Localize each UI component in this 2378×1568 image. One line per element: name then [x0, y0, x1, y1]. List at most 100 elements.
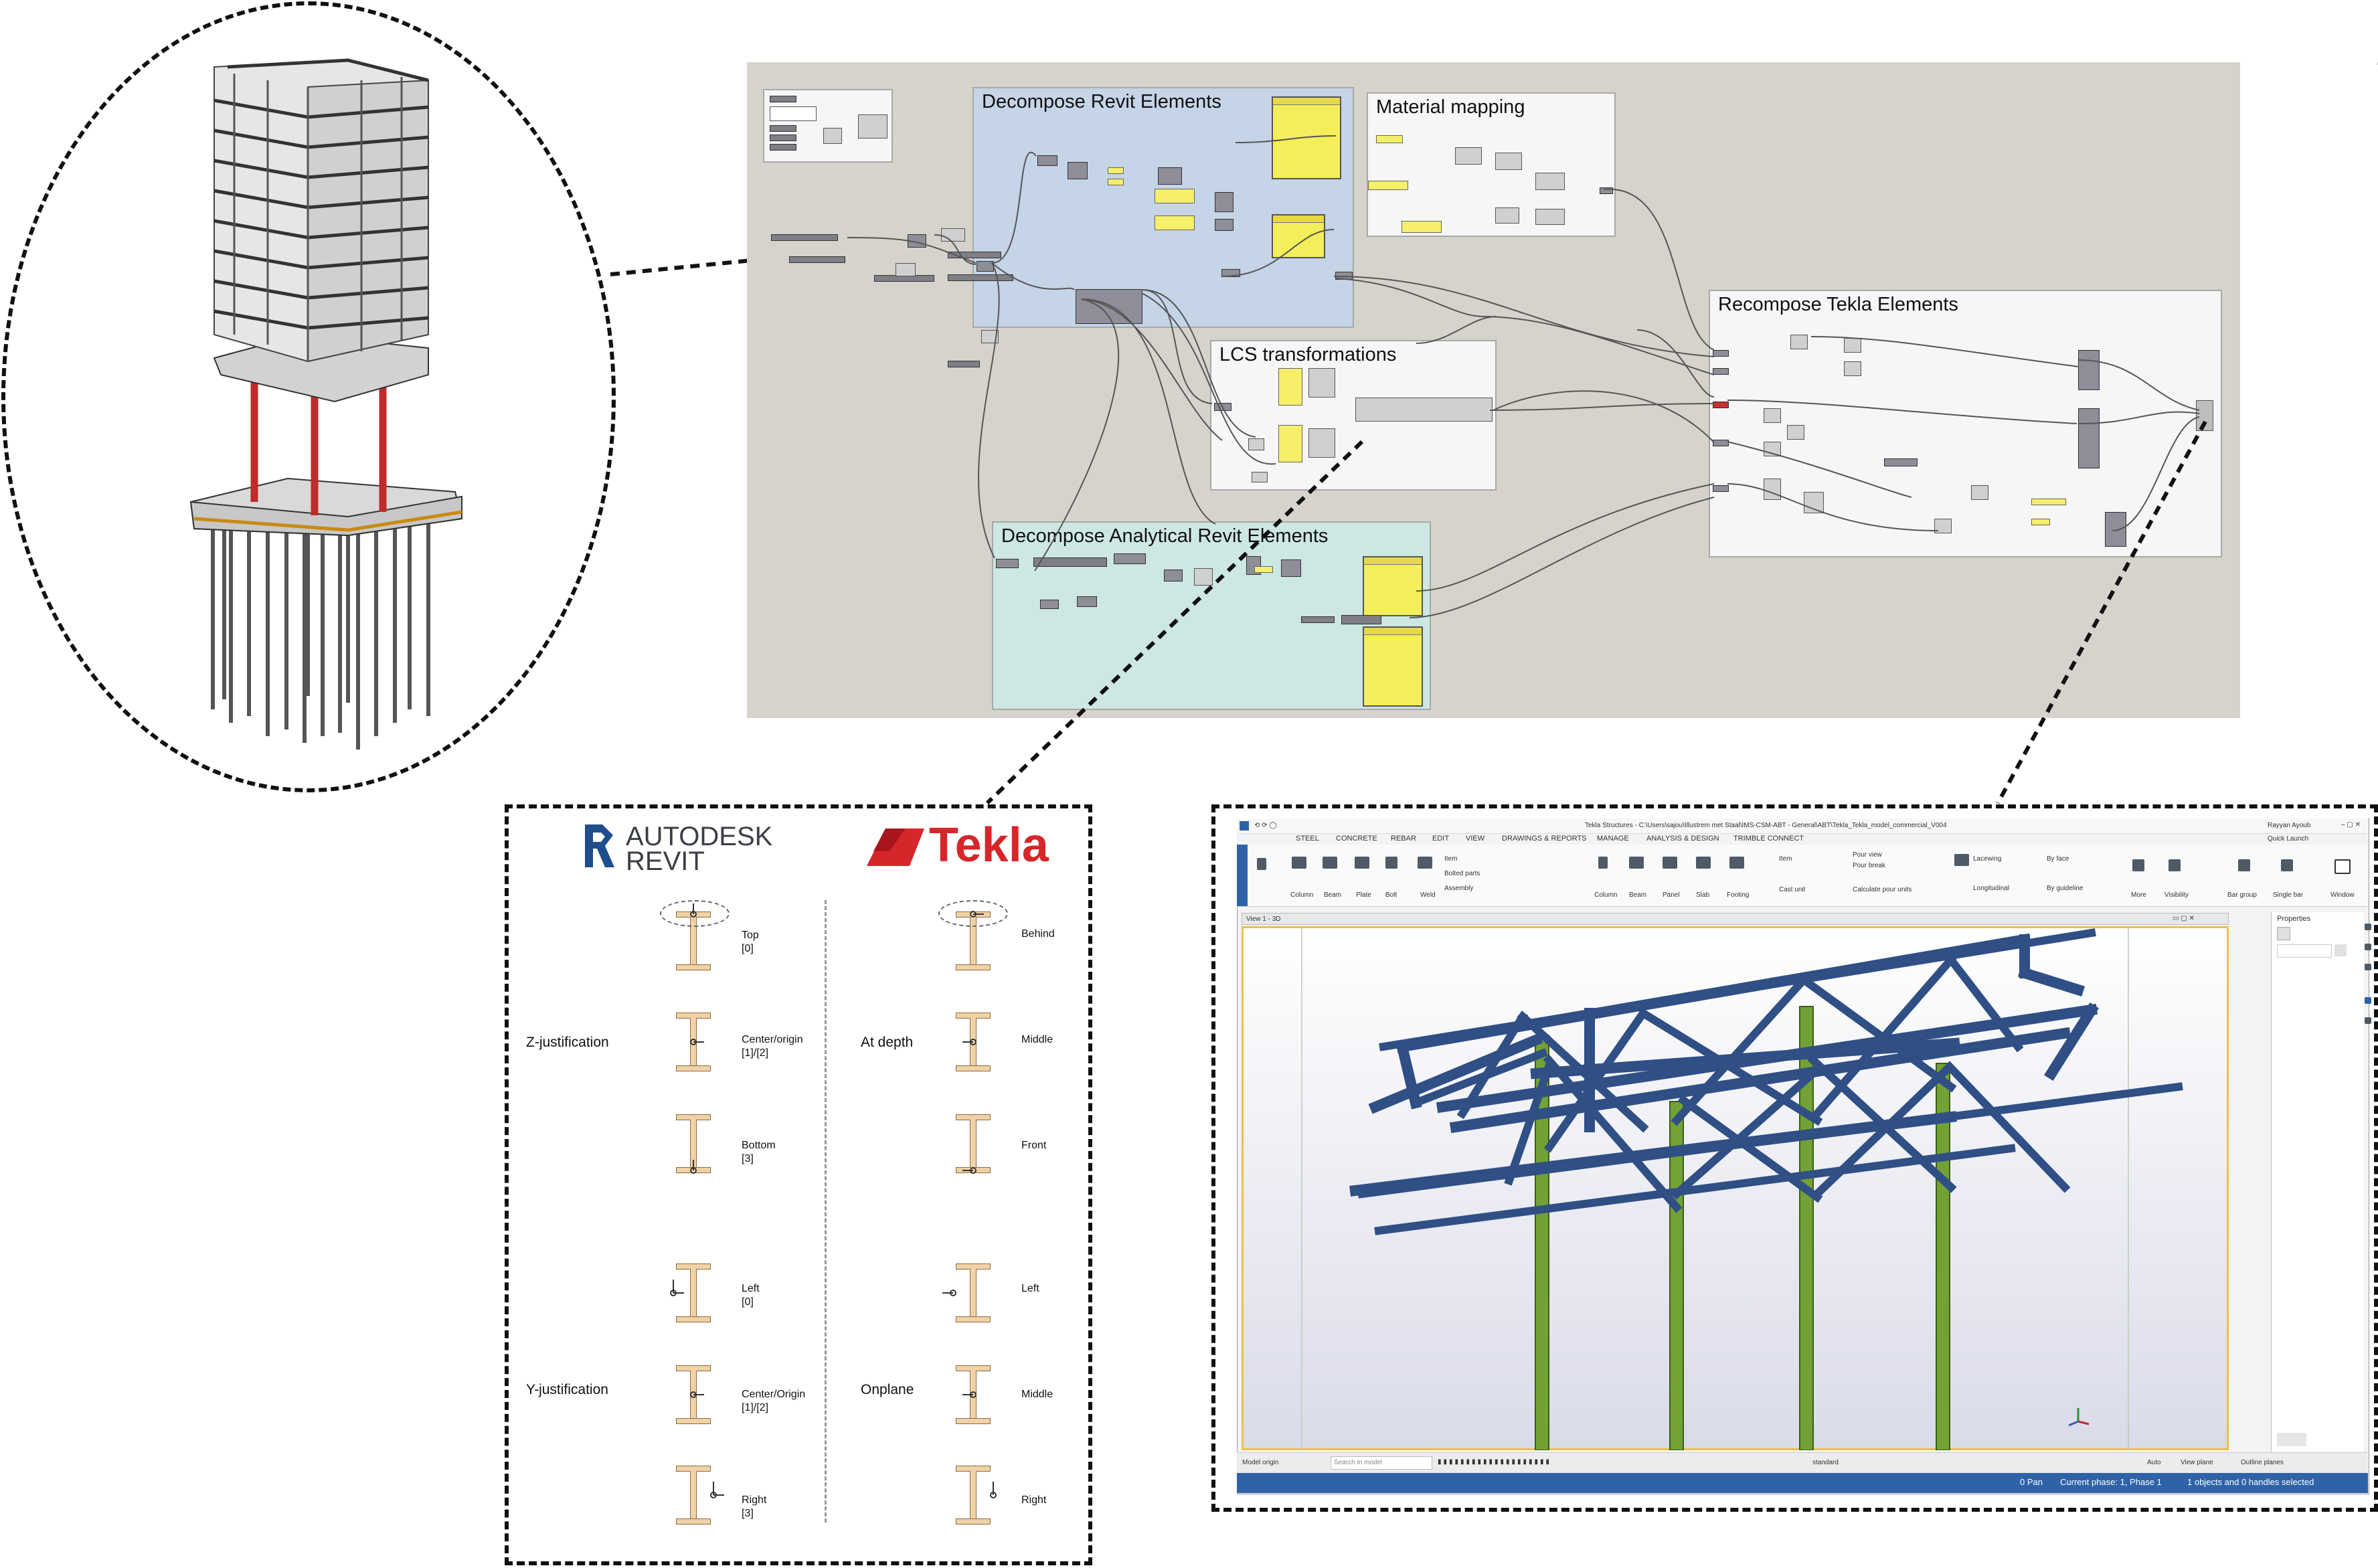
quick-launch[interactable]: Quick Launch — [2268, 835, 2309, 843]
param-node[interactable] — [770, 135, 796, 141]
properties-search-input[interactable] — [2277, 944, 2332, 958]
param-node[interactable] — [948, 361, 980, 367]
model-origin-dropdown[interactable]: Model origin — [1242, 1459, 1279, 1466]
component-node[interactable] — [1713, 350, 1729, 357]
param-node[interactable] — [771, 234, 838, 241]
group-decompose-analytical-revit-elements[interactable]: Decompose Analytical Revit Elements — [992, 521, 1431, 710]
component-node[interactable] — [1194, 568, 1213, 586]
param-node[interactable] — [770, 144, 796, 151]
component-node[interactable] — [1308, 368, 1335, 398]
ribbon-label[interactable]: Bolted parts — [1444, 870, 1480, 877]
ribbon-label[interactable]: Cast unit — [1779, 886, 1806, 893]
visibility-icon[interactable] — [2169, 859, 2181, 871]
component-node[interactable] — [1787, 425, 1804, 440]
panel-node[interactable] — [770, 106, 817, 121]
yellow-panel[interactable] — [1376, 135, 1403, 143]
param-node[interactable] — [1301, 616, 1335, 623]
single-bar-icon[interactable] — [2281, 859, 2293, 871]
component-node[interactable] — [1040, 600, 1059, 609]
bar-group-icon[interactable] — [2238, 859, 2250, 871]
component-node[interactable] — [1215, 192, 1234, 212]
component-node[interactable] — [1308, 428, 1335, 458]
ribbon-label[interactable]: Assembly — [1444, 885, 1474, 892]
steel-structure-model[interactable] — [1242, 926, 2229, 1450]
component-node[interactable] — [981, 330, 999, 343]
component-node[interactable] — [1535, 209, 1565, 225]
slab-icon[interactable] — [1696, 857, 1711, 869]
yellow-panel[interactable] — [1108, 167, 1124, 174]
yellow-panel-output[interactable] — [1272, 96, 1341, 179]
search-model-input[interactable]: Search in model — [1331, 1456, 1432, 1470]
component-node-error[interactable] — [1713, 402, 1729, 408]
yellow-panel[interactable] — [2031, 519, 2050, 525]
component-node[interactable] — [1037, 155, 1057, 166]
apply-button[interactable] — [2277, 1433, 2306, 1446]
component-node[interactable] — [1495, 207, 1519, 224]
param-node[interactable] — [948, 252, 1001, 258]
component-node[interactable] — [1713, 440, 1729, 446]
component-node[interactable] — [1215, 219, 1234, 231]
view-plane-dropdown[interactable]: View plane — [2181, 1459, 2213, 1466]
group-lcs-transformations[interactable]: LCS transformations — [1210, 340, 1497, 491]
param-node[interactable] — [1033, 557, 1107, 567]
yellow-panel-output[interactable] — [1272, 214, 1325, 258]
ribbon-label[interactable]: Item — [1779, 855, 1792, 863]
component-node[interactable] — [1077, 596, 1097, 607]
search-icon[interactable] — [2334, 944, 2347, 956]
tab-trimble-connect[interactable]: TRIMBLE CONNECT — [1733, 835, 1804, 843]
tab-drawings-reports[interactable]: DRAWINGS & REPORTS — [1502, 835, 1587, 843]
component-node[interactable] — [823, 128, 842, 144]
snap-tool-icons[interactable]: ▮▮▮▮▮▮▮▮▮▮▮▮▮▮▮▮▮▮▮▮ — [1438, 1458, 1552, 1466]
bolt-icon[interactable] — [1385, 857, 1397, 869]
component-node[interactable] — [1600, 187, 1613, 194]
ribbon-label[interactable]: Item — [1444, 855, 1458, 863]
component-node[interactable] — [1281, 559, 1301, 577]
component-node[interactable] — [1114, 553, 1146, 564]
transform-component[interactable] — [1355, 398, 1493, 422]
component-node[interactable] — [1764, 408, 1781, 423]
wrench-icon[interactable] — [2132, 859, 2144, 871]
outline-planes-dropdown[interactable]: Outline planes — [2241, 1459, 2284, 1466]
yellow-panel-list[interactable] — [1278, 425, 1302, 462]
param-node[interactable] — [1341, 615, 1381, 624]
component-node[interactable] — [1252, 472, 1268, 483]
component-node[interactable] — [1455, 147, 1482, 165]
plate-icon[interactable] — [1355, 857, 1369, 869]
component-node[interactable] — [1248, 438, 1264, 450]
select-tool-icon[interactable] — [1257, 858, 1266, 870]
component-node[interactable] — [1884, 458, 1918, 466]
ribbon-label[interactable]: Pour view — [1853, 851, 1882, 859]
param-node[interactable] — [770, 125, 796, 132]
component-node[interactable] — [1164, 570, 1183, 582]
concrete-beam-icon[interactable] — [1629, 857, 1644, 869]
view-window-controls-icon[interactable]: ▭ ▢ ✕ — [2173, 915, 2195, 922]
component-node[interactable] — [896, 263, 916, 276]
tekla-component[interactable] — [2078, 408, 2100, 468]
tab-concrete[interactable]: CONCRETE — [1336, 835, 1377, 843]
tab-view[interactable]: VIEW — [1466, 835, 1485, 843]
yellow-panel-list[interactable] — [1278, 368, 1302, 406]
side-tool-icon[interactable] — [2365, 1017, 2371, 1024]
component-node[interactable] — [1158, 167, 1182, 185]
group-material-mapping[interactable]: Material mapping — [1367, 92, 1616, 237]
auto-dropdown[interactable]: Auto — [2147, 1459, 2161, 1466]
yellow-panel[interactable] — [1155, 215, 1195, 230]
component-node[interactable] — [996, 559, 1019, 568]
component-node[interactable] — [1844, 361, 1861, 376]
yellow-panel[interactable] — [1108, 179, 1124, 185]
component-node[interactable] — [1713, 485, 1729, 492]
component-node[interactable] — [1971, 485, 1988, 500]
yellow-panel[interactable] — [1368, 181, 1408, 190]
component-node[interactable] — [1068, 162, 1088, 179]
panel-icon[interactable] — [1663, 857, 1677, 869]
tab-rebar[interactable]: REBAR — [1391, 835, 1416, 843]
grasshopper-canvas[interactable]: Decompose Revit Elements Material mappin… — [747, 62, 2378, 718]
ribbon-label[interactable]: By face — [2047, 855, 2069, 863]
tab-edit[interactable]: EDIT — [1432, 835, 1450, 843]
window-controls-icon[interactable]: – ▢ ✕ — [2341, 821, 2361, 829]
side-tool-icon[interactable] — [2365, 964, 2371, 970]
ribbon-label[interactable]: Longitudinal — [1973, 885, 2009, 892]
weld-icon[interactable] — [1418, 857, 1432, 869]
tekla-component[interactable] — [2078, 350, 2100, 390]
component-node[interactable] — [1790, 335, 1808, 349]
